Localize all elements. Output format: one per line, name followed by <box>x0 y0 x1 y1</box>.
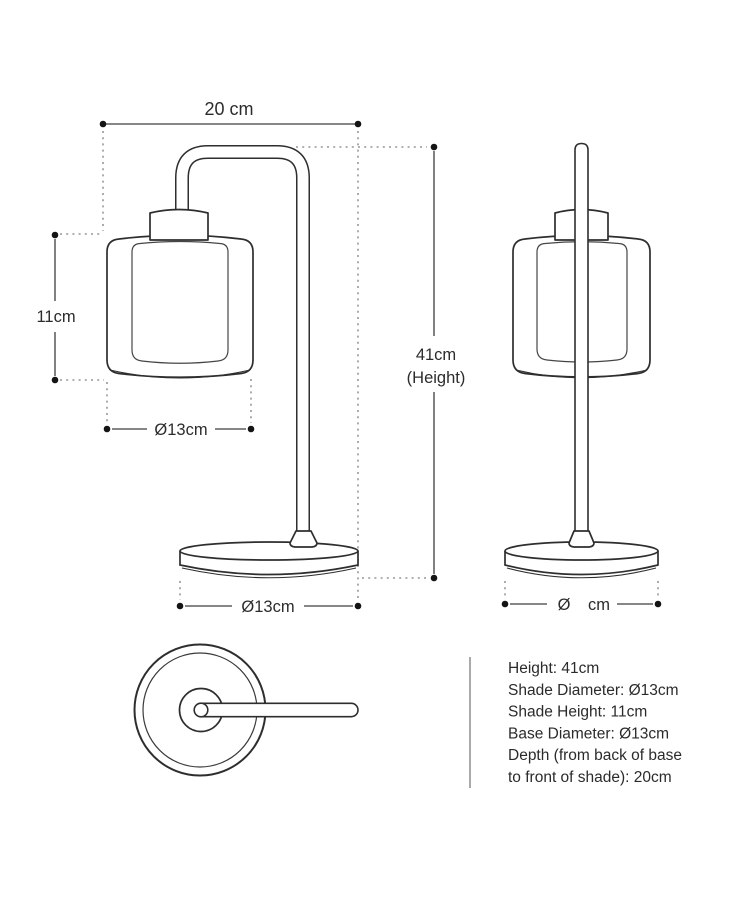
spec-line-base-diameter: Base Diameter: Ø13cm <box>508 725 669 742</box>
shade-bottom-rim <box>109 369 251 379</box>
base-bottom-rim <box>181 567 357 579</box>
shade-height-label: 11cm <box>36 308 75 326</box>
dim-endpoint-dot <box>103 425 111 433</box>
spec-line-shade-diameter: Shade Diameter: Ø13cm <box>508 682 679 699</box>
dim-height: 41cm (Height) <box>296 143 466 582</box>
height-dimension-label: 41cm <box>416 346 456 364</box>
arm-top-view <box>194 702 359 718</box>
lamp-arm <box>176 146 309 538</box>
dim-endpoint-dot <box>654 600 662 608</box>
base-diameter-label: Ø13cm <box>241 598 294 616</box>
dim-shade-height: 11cm <box>36 231 104 384</box>
side-lamp-drawing <box>504 142 659 579</box>
stem-center-circle <box>193 702 209 718</box>
dim-endpoint-dot <box>354 602 362 610</box>
lamp-socket <box>149 208 209 241</box>
spec-list: Height: 41cm Shade Diameter: Ø13cm Shade… <box>469 657 682 788</box>
base-bottom-rim <box>506 567 657 579</box>
spec-line-depth-2: to front of shade): 20cm <box>508 769 672 786</box>
dim-shade-diameter: Ø13cm <box>103 379 255 439</box>
dim-depth: 20 cm <box>99 99 362 599</box>
spec-line-depth-1: Depth (from back of base <box>508 747 682 764</box>
side-base-diameter-symbol: Ø <box>558 596 571 614</box>
stem-foot <box>568 530 595 548</box>
dim-side-base-diameter: Ø cm <box>501 581 662 614</box>
dim-endpoint-dot <box>354 120 362 128</box>
dim-endpoint-dot <box>51 376 59 384</box>
shade-inner <box>131 240 229 364</box>
side-base-diameter-unit: cm <box>588 596 610 614</box>
shade-diameter-label: Ø13cm <box>154 421 207 439</box>
depth-dimension-label: 20 cm <box>204 99 253 119</box>
dim-endpoint-dot <box>430 143 438 151</box>
front-lamp-drawing <box>106 145 359 579</box>
base-top <box>179 541 359 561</box>
dim-endpoint-dot <box>51 231 59 239</box>
dim-endpoint-dot <box>430 574 438 582</box>
height-dimension-sublabel: (Height) <box>407 369 466 387</box>
spec-line-height: Height: 41cm <box>508 660 599 677</box>
side-view: Ø cm <box>501 142 662 614</box>
spec-line-shade-height: Shade Height: 11cm <box>508 704 647 721</box>
stem-foot <box>289 530 318 548</box>
dim-endpoint-dot <box>176 602 184 610</box>
top-view <box>133 643 359 777</box>
dim-endpoint-dot <box>99 120 107 128</box>
front-view: 20 cm <box>36 99 465 616</box>
lamp-stem <box>574 142 589 533</box>
dim-endpoint-dot <box>501 600 509 608</box>
dim-base-diameter: Ø13cm <box>176 581 362 616</box>
dim-endpoint-dot <box>247 425 255 433</box>
